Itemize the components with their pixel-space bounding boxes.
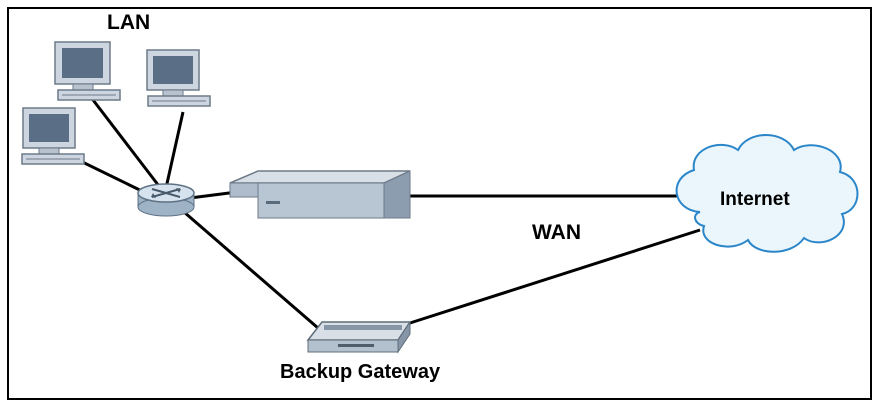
wan-label: WAN <box>532 221 581 244</box>
computer-3-icon <box>21 107 85 165</box>
computer-1-icon <box>54 41 121 101</box>
computer-2-icon <box>146 49 211 107</box>
backup-gateway-icon <box>306 320 412 354</box>
main-gateway-icon <box>229 170 411 219</box>
link-switch-gateway <box>189 190 238 200</box>
link-computer-1-switch <box>88 95 164 191</box>
backup-gateway-label: Backup Gateway <box>280 361 441 383</box>
router-switch-icon <box>137 183 195 217</box>
cloud-icon <box>675 134 859 253</box>
internet-label: Internet <box>720 189 790 210</box>
link-switch-backup <box>183 210 319 330</box>
link-backup-internet <box>409 228 701 325</box>
lan-label: LAN <box>107 11 151 34</box>
connection-lines <box>67 95 701 330</box>
link-computer-2-switch <box>164 111 185 189</box>
